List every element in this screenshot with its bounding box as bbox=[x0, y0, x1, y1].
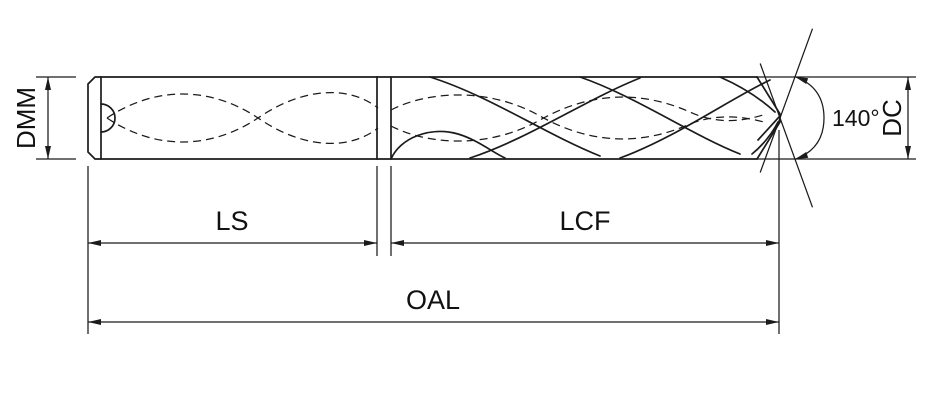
coolant-helix bbox=[106, 92, 379, 143]
label-lcf: LCF bbox=[559, 206, 610, 236]
tip-facet-line bbox=[751, 116, 780, 155]
coolant-channel-hidden-lines bbox=[106, 92, 767, 144]
label-point-angle: 140° bbox=[832, 105, 880, 131]
flute-curve bbox=[469, 77, 641, 159]
angle-leg-upper bbox=[759, 28, 814, 173]
fluted-body-outline bbox=[376, 76, 758, 160]
shank-flute-boundary bbox=[376, 76, 392, 160]
angle-arc bbox=[794, 76, 825, 160]
coolant-helix bbox=[106, 93, 379, 144]
drill-body bbox=[87, 76, 781, 160]
flute-curve bbox=[619, 79, 771, 159]
shank-outline bbox=[87, 76, 378, 160]
flute-curve bbox=[579, 76, 741, 155]
flute-runout bbox=[390, 130, 506, 160]
dim-dc: DC bbox=[757, 76, 916, 160]
angle-leg-lower bbox=[759, 63, 814, 208]
label-dmm: DMM bbox=[11, 87, 41, 149]
coolant-entry-notch bbox=[100, 103, 116, 133]
dim-lcf: LCF bbox=[390, 130, 780, 334]
dc-extension-lines bbox=[757, 76, 916, 160]
flute-curve bbox=[719, 76, 776, 113]
flute-curve bbox=[429, 76, 601, 157]
point-angle-annotation: 140° bbox=[759, 28, 880, 208]
coolant-helix bbox=[390, 94, 765, 140]
label-oal: OAL bbox=[406, 285, 460, 315]
coolant-helix bbox=[390, 96, 767, 142]
dim-oal: OAL bbox=[88, 285, 779, 325]
dim-dmm: DMM bbox=[11, 76, 76, 160]
label-dc: DC bbox=[877, 99, 907, 137]
dmm-extension-lines bbox=[36, 76, 76, 160]
flute-helix bbox=[390, 76, 776, 160]
label-ls: LS bbox=[215, 206, 248, 236]
dim-ls: LS bbox=[87, 166, 378, 334]
